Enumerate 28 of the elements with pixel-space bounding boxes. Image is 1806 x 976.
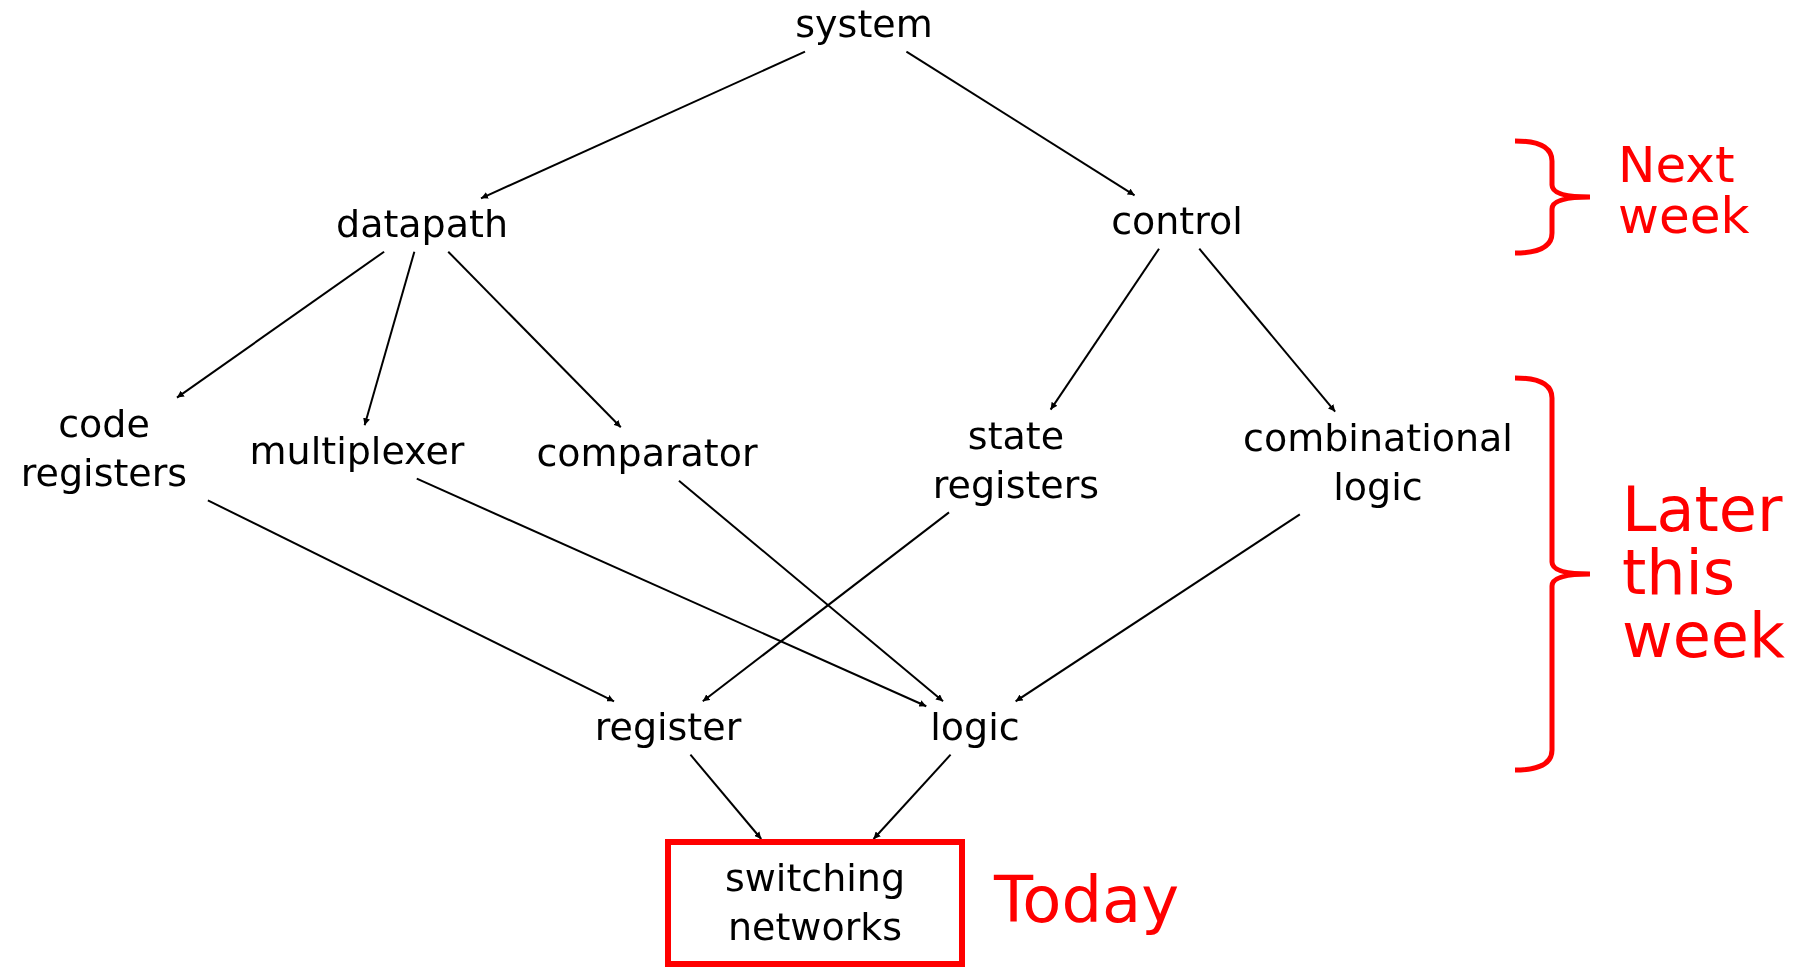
- annotation-text: Next week: [1618, 140, 1750, 242]
- node-label: system: [791, 0, 937, 52]
- node-label: combinational logic: [1209, 411, 1547, 515]
- arrow: [701, 511, 950, 703]
- arrow: [175, 250, 386, 399]
- highlight-box: switching networks: [665, 839, 965, 967]
- arrow: [415, 477, 928, 708]
- arrow: [689, 753, 763, 840]
- node-label: multiplexer: [245, 425, 469, 479]
- arrow: [447, 250, 622, 429]
- annotation-text: Later this week: [1622, 478, 1785, 668]
- node-label: code registers: [0, 397, 208, 501]
- arrow: [1014, 513, 1301, 703]
- node-label: datapath: [332, 198, 512, 252]
- node-label: state registers: [907, 409, 1125, 513]
- node-label: control: [1107, 195, 1247, 249]
- arrow: [480, 50, 806, 200]
- annotation-text: Today: [994, 868, 1180, 934]
- node-label: register: [590, 701, 746, 755]
- arrow: [905, 50, 1136, 197]
- arrow: [872, 753, 952, 840]
- arrow: [206, 499, 616, 703]
- arrow: [1198, 247, 1337, 413]
- node-label: logic: [926, 701, 1024, 755]
- arrow: [363, 250, 416, 427]
- arrow: [677, 479, 945, 703]
- node-label: comparator: [532, 427, 762, 481]
- arrow: [1049, 247, 1160, 411]
